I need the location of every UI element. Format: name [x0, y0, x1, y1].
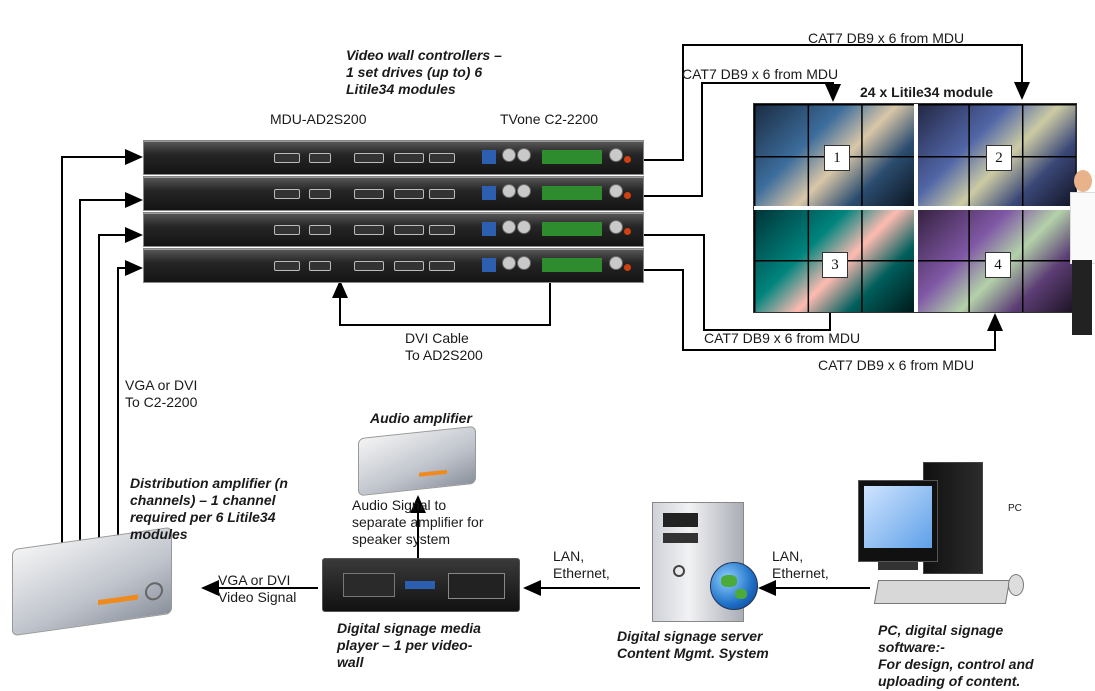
controller-unit-2 [143, 176, 644, 211]
audio-signal-label: Audio Signal to separate amplifier for s… [352, 497, 484, 547]
vga-line-3 [98, 227, 143, 543]
vga-line-2 [79, 192, 143, 543]
person-figure [1068, 170, 1095, 340]
vga-dvi-label: VGA or DVI To C2-2200 [125, 377, 198, 410]
pc-tag: PC [1008, 503, 1022, 514]
quadrant-label-3: 3 [822, 252, 848, 278]
dvi-cable-label: DVI Cable To AD2S200 [405, 330, 483, 363]
quadrant-label-2: 2 [986, 145, 1012, 171]
quadrant-label-4: 4 [985, 252, 1011, 278]
media-player-label: Digital signage media player – 1 per vid… [337, 620, 481, 670]
cat7-label-bottom-1: CAT7 DB9 x 6 from MDU [704, 330, 861, 346]
tvone-label: TVone C2-2200 [500, 111, 599, 127]
cat7-route-4 [643, 269, 1003, 351]
mdu-label: MDU-AD2S200 [270, 111, 367, 127]
distribution-amp-label: Distribution amplifier (n channels) – 1 … [130, 475, 288, 542]
dvi-cable-line [332, 275, 551, 326]
cat7-label-top-2: CAT7 DB9 x 6 from MDU [682, 66, 839, 82]
video-wall [753, 103, 1077, 313]
lan-label-1: LAN, Ethernet, [553, 548, 610, 581]
media-player [322, 558, 520, 612]
audio-amplifier [358, 425, 476, 497]
controller-unit-3 [143, 212, 644, 247]
vga-line-1 [61, 149, 143, 543]
pc-computer [858, 462, 1038, 622]
cat7-label-bottom-2: CAT7 DB9 x 6 from MDU [818, 357, 975, 373]
wall-title: 24 x Litile34 module [860, 84, 994, 100]
controllers-title: Video wall controllers – 1 set drives (u… [346, 47, 502, 97]
controller-unit-1 [143, 140, 644, 175]
lan-label-2: LAN, Ethernet, [772, 548, 829, 581]
controller-unit-4 [143, 248, 644, 283]
quadrant-label-1: 1 [824, 145, 850, 171]
cat7-route-1 [643, 44, 1030, 161]
cat7-route-2 [643, 82, 841, 197]
cat7-label-top-1: CAT7 DB9 x 6 from MDU [808, 30, 965, 46]
vga-line-4 [117, 260, 143, 543]
server-label: Digital signage server Content Mgmt. Sys… [617, 628, 769, 661]
video-signal-label: VGA or DVI Video Signal [218, 572, 297, 605]
pc-description: PC, digital signage software:- For desig… [878, 622, 1034, 689]
audio-amplifier-title: Audio amplifier [370, 410, 472, 426]
globe-icon [710, 562, 758, 610]
